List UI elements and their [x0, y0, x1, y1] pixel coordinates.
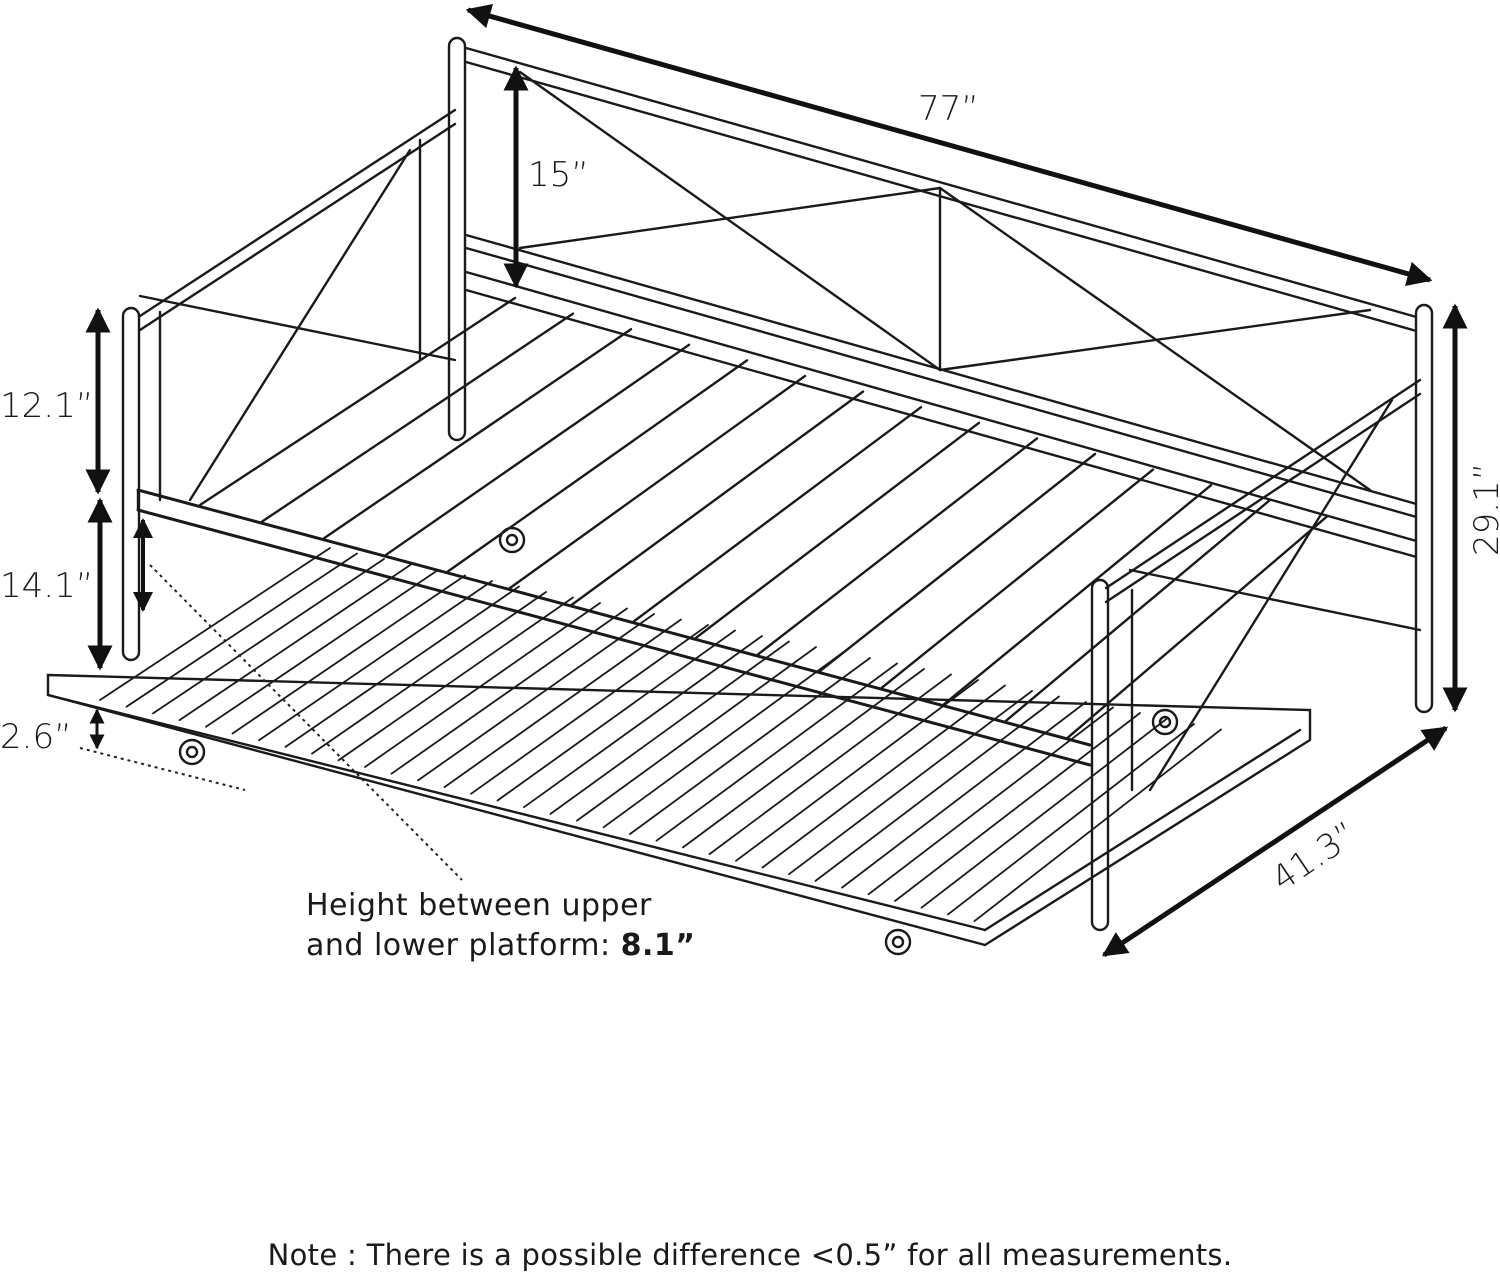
front-right-post: [1090, 578, 1110, 932]
upper-slat: [384, 343, 691, 556]
length-label: 77”: [918, 89, 979, 129]
back-x-1a: [518, 70, 942, 372]
callout-line-2: and lower platform: 8.1”: [306, 926, 696, 966]
trundle-slat: [602, 651, 844, 829]
lower-platform-height-label: 2.6”: [0, 717, 72, 757]
caster-front-left-hub: [185, 745, 199, 759]
trundle-slat: [523, 635, 763, 809]
trundle-slat: [841, 701, 1087, 889]
dimension-arrows: [85, 4, 1468, 958]
lower-height-leader: [79, 747, 246, 791]
upper-slat: [322, 328, 633, 540]
upper-slat: [508, 374, 807, 590]
trundle-slat: [390, 607, 628, 775]
trundle-slat: [178, 563, 412, 721]
left-arm-diagonal: [188, 148, 412, 502]
trundle-slat: [576, 646, 817, 822]
upper-platform-height-label: 14.1”: [0, 566, 93, 606]
front-left-post: [121, 306, 141, 662]
back-left-post: [447, 36, 467, 442]
trundle-front-rail: [46, 693, 987, 932]
trundle-side-rail: [983, 728, 1302, 932]
left-arm-top-rail: [138, 108, 457, 318]
trundle-slat: [682, 668, 925, 849]
caster-front-right-hub: [891, 935, 905, 949]
upper-slat: [694, 421, 981, 639]
upper-slat: [198, 296, 517, 507]
caster-front-left: [178, 738, 206, 766]
caster-back-right: [1151, 708, 1179, 736]
trundle-slat: [867, 706, 1114, 896]
right-arm-top-rail: [1104, 378, 1422, 590]
trundle-slat: [152, 558, 385, 715]
callout-leader: [149, 564, 463, 881]
trundle-slat: [284, 585, 520, 748]
backrest-height-label: 15”: [528, 155, 589, 195]
right-arm-diagonal: [1148, 398, 1394, 792]
back-mid-rail-inner: [464, 246, 1422, 520]
platform-gap-callout: Height between upper and lower platform:…: [306, 886, 696, 966]
caster-front-right: [884, 928, 912, 956]
right-arm-mid-rail: [1128, 568, 1422, 632]
trundle-slat: [761, 684, 1006, 869]
trundle-slat: [708, 673, 952, 855]
upper-slat: [942, 484, 1213, 706]
trundle-slat: [205, 569, 439, 728]
trundle-slat: [258, 580, 493, 742]
trundle-slat: [231, 574, 466, 735]
callout-gap-value: 8.1”: [620, 928, 696, 963]
trundle-slat: [125, 552, 358, 708]
side-rail-height-label: 12.1”: [0, 386, 93, 426]
back-right-post: [1414, 303, 1434, 714]
trundle-slat: [99, 547, 331, 701]
back-x-2b: [938, 308, 1372, 372]
upper-slat: [260, 312, 575, 523]
upper-slat: [1066, 515, 1329, 739]
trundle-slat: [655, 662, 898, 842]
trundle-slat: [788, 690, 1033, 876]
upper-slat: [632, 406, 923, 623]
callout-line-1: Height between upper: [306, 888, 652, 923]
trundle-slat: [894, 712, 1141, 902]
trundle-slat: [417, 613, 655, 782]
caster-back-left: [498, 526, 526, 554]
upper-front-rail-lower: [136, 508, 1092, 767]
total-height-label: 29.1”: [1467, 463, 1500, 556]
upper-slat: [570, 390, 865, 606]
back-x-1b: [518, 186, 942, 250]
trundle-slat: [337, 596, 574, 762]
daybed-frame-drawing: [46, 36, 1434, 956]
upper-slat: [756, 437, 1039, 656]
length-arrow: [465, 4, 1433, 286]
trundle-slat: [443, 618, 682, 788]
trundle-slat: [814, 695, 1060, 882]
trundle-slat: [549, 640, 790, 815]
caster-back-left-hub: [505, 533, 519, 547]
upper-slat: [880, 468, 1155, 689]
trundle-slat: [470, 624, 709, 795]
left-arm-top-rail-inner: [138, 122, 457, 332]
callout-line-2-prefix: and lower platform:: [306, 928, 621, 963]
upper-slat: [446, 359, 749, 573]
right-arm-top-rail-inner: [1104, 392, 1422, 604]
dotted-leaders: [79, 564, 463, 881]
trundle-slat: [735, 679, 979, 862]
depth-arrow: [1101, 725, 1449, 958]
depth-label: 41.3”: [1265, 814, 1365, 899]
trundle-slat: [364, 602, 601, 768]
trundle-slat: [629, 657, 871, 835]
upper-slat: [1004, 499, 1271, 722]
trundle-slat: [496, 629, 736, 802]
trundle-slat: [311, 591, 547, 755]
measurement-note: Note : There is a possible difference <0…: [267, 1238, 1233, 1272]
back-lower-rail: [464, 270, 1422, 544]
upper-slat: [818, 452, 1097, 673]
